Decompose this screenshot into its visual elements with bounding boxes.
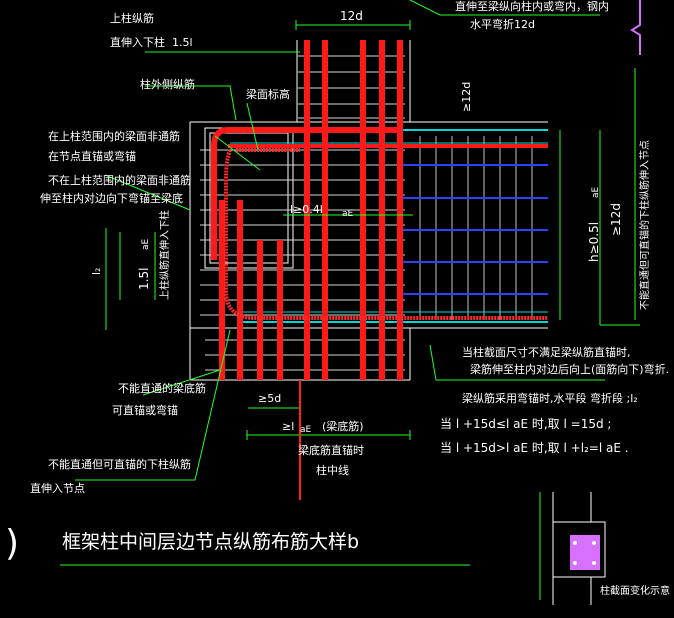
- inset-section: [539, 492, 606, 605]
- note-bottom-2: 可直锚或弯锚: [112, 403, 178, 417]
- dim-l04-sub: aE: [342, 209, 354, 219]
- note-extend-down: 直伸入下柱: [110, 35, 165, 49]
- note-beam-top: 梁面标高: [246, 87, 290, 101]
- note-length: 1.5l: [172, 36, 193, 49]
- note-within-top-2: 在节点直锚或弯锚: [48, 149, 136, 163]
- note-top-right-2: 水平弯折12d: [470, 17, 535, 31]
- dim-15lae: 1.5l: [137, 268, 151, 290]
- dim-l04: l≥0.4l: [290, 203, 323, 216]
- dim-5d: ≥5d: [258, 392, 281, 405]
- drawing-title: 框架柱中间层边节点纵筋布筋大样b: [62, 531, 359, 553]
- cond-5: 当 l +15d>l aE 时,取 l +l₂=l aE .: [440, 441, 629, 455]
- note-right-vert: 不能直通但可直锚的下柱纵筋伸入节点: [638, 140, 651, 310]
- cond-1: 当柱截面尺寸不满足梁纵筋直锚时,: [462, 345, 631, 359]
- note-lower-1: 不能直通但可直锚的下柱纵筋: [48, 457, 191, 471]
- note-outside-top-1: 不在上柱范围内的梁面非通筋: [48, 173, 191, 187]
- note-col-side-bars: 柱外侧纵筋: [140, 77, 195, 91]
- cond-3: 梁纵筋采用弯锚时,水平段 弯折段 ;l₂: [462, 391, 638, 405]
- dim-l2: l₂: [90, 268, 103, 275]
- note-top-col-bars: 上柱纵筋: [110, 11, 154, 25]
- note-beam-bottom-2: 柱中线: [316, 463, 349, 477]
- beam-bottom-bar: [224, 148, 548, 320]
- structure-outline: [189, 40, 548, 381]
- column-longitudinal-bars: [211, 40, 548, 380]
- inset-label: 柱截面变化示意: [600, 584, 670, 597]
- dim-lae-note: (梁底筋): [322, 419, 364, 433]
- dim-12d-top: 12d: [340, 9, 363, 23]
- note-bottom-1: 不能直通的梁底筋: [118, 381, 206, 395]
- note-beam-bottom-1: 梁底筋直锚时: [298, 443, 364, 457]
- dim-h-sub: aE: [591, 186, 601, 198]
- note-outside-top-2: 伸至柱内对边向下弯锚至梁底: [40, 191, 183, 205]
- note-top-right-1: 直伸至梁纵向柱内或弯内，钢内: [455, 0, 609, 13]
- dimension-ticks: [60, 20, 470, 566]
- annotations: 上柱纵筋 直伸入下柱 1.5l 柱外侧纵筋 梁面标高 在上柱范围内的梁面非通筋 …: [5, 0, 670, 597]
- paren: ): [5, 523, 19, 564]
- dim-ge12d: ≥12d: [609, 203, 623, 236]
- cond-4: 当 l +15d≤l aE 时,取 l =15d ;: [440, 417, 611, 431]
- dim-h: h≥0.5l: [587, 222, 601, 262]
- dim-lae: ≥l: [282, 420, 294, 433]
- dim-12d-side: ≥12d: [460, 82, 473, 112]
- note-within-top-1: 在上柱范围内的梁面非通筋: [48, 129, 180, 143]
- beam-stirrups: [419, 136, 533, 320]
- note-col-vert: 上柱纵筋直伸入下柱: [158, 210, 171, 300]
- dim-lae-sub: aE: [300, 425, 312, 435]
- cond-2: 梁筋伸至柱内对边后向上(面筋向下)弯折.: [470, 362, 669, 376]
- dim-15lae-sub: aE: [141, 238, 151, 250]
- break-mark: [630, 0, 641, 55]
- leader-lines: [75, 0, 640, 481]
- note-lower-2: 直伸入节点: [30, 481, 85, 495]
